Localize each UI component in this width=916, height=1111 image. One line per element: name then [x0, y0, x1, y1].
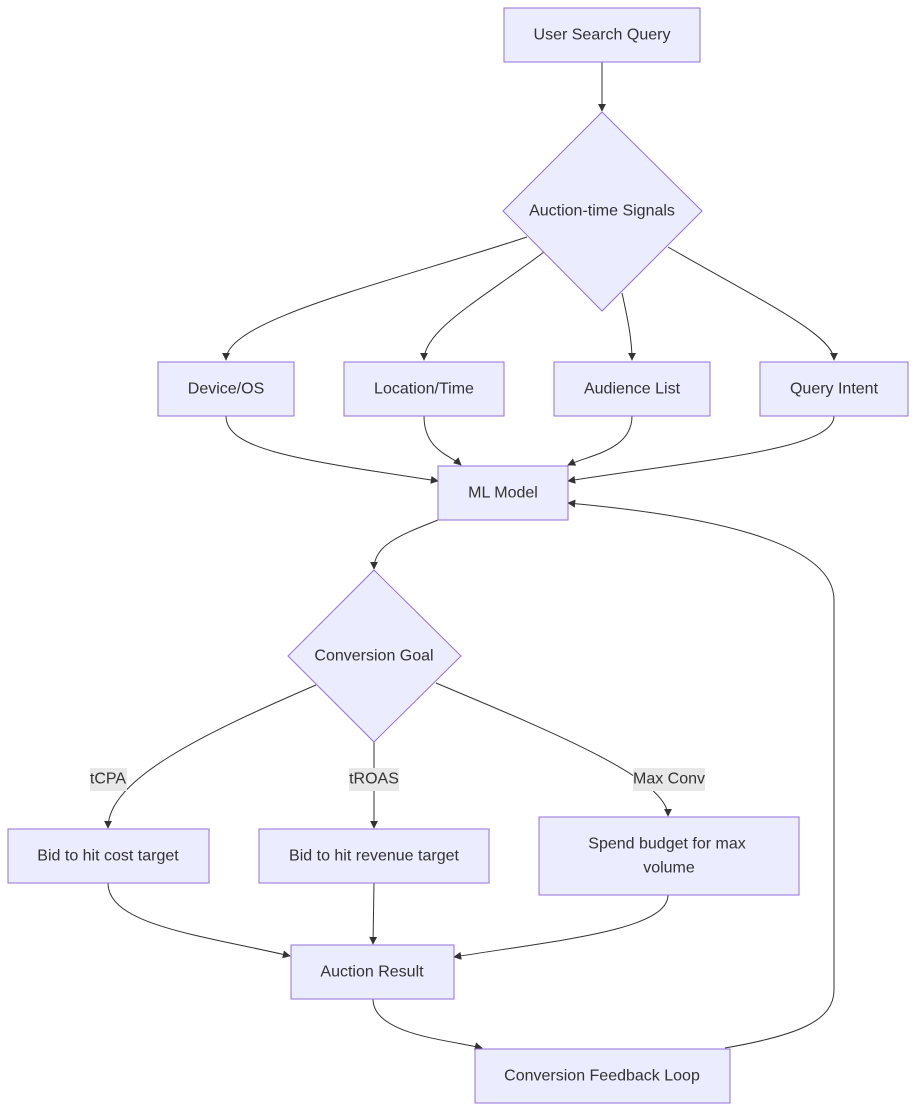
- node-bid-revenue-target: Bid to hit revenue target: [258, 828, 490, 884]
- node-auction-signals-label: Auction-time Signals: [529, 203, 675, 220]
- node-user-search-query: User Search Query: [503, 7, 701, 63]
- edge-signals-to-audience: [621, 292, 636, 361]
- node-audience-list: Audience List: [553, 361, 711, 417]
- edge-label-tcpa: tCPA: [90, 768, 127, 791]
- node-spend-budget: Spend budget for max volume: [538, 816, 800, 896]
- node-location-time-label: Location/Time: [374, 381, 474, 398]
- edge-spend-to-result: [453, 894, 669, 960]
- edges: [104, 62, 838, 1051]
- node-conversion-feedback: Conversion Feedback Loop: [474, 1048, 731, 1104]
- node-query-intent-label: Query Intent: [790, 381, 879, 398]
- edge-revenue-to-result: [369, 882, 378, 945]
- edge-location-to-ml: [423, 415, 462, 466]
- edge-labels: tCPA tROAS Max Conv: [90, 768, 705, 791]
- edge-audience-to-ml: [567, 415, 633, 466]
- edge-label-max-conv: Max Conv: [633, 768, 705, 791]
- node-ml-model-label: ML Model: [468, 485, 538, 502]
- edge-device-to-ml: [225, 415, 439, 484]
- edge-result-to-feedback: [372, 998, 483, 1051]
- node-audience-list-label: Audience List: [584, 381, 681, 398]
- node-conversion-goal: Conversion Goal: [287, 569, 462, 743]
- node-user-search-query-label: User Search Query: [534, 27, 671, 44]
- edge-label-troas-text: tROAS: [349, 771, 399, 788]
- edge-ml-to-goal: [370, 519, 439, 570]
- edge-feedback-to-ml: [567, 499, 835, 1049]
- node-bid-cost-target: Bid to hit cost target: [7, 828, 210, 884]
- edge-signals-to-intent: [667, 246, 838, 361]
- node-spend-budget-label-line1: Spend budget for max: [588, 836, 745, 853]
- node-bid-cost-target-label: Bid to hit cost target: [37, 848, 179, 865]
- nodes: User Search Query Auction-time Signals D…: [7, 7, 909, 1104]
- edge-label-max-conv-text: Max Conv: [633, 771, 705, 788]
- node-auction-signals: Auction-time Signals: [502, 111, 703, 312]
- edge-signals-to-device: [222, 236, 528, 361]
- edge-goal-to-spend: [435, 682, 672, 817]
- node-query-intent: Query Intent: [759, 361, 909, 417]
- node-device-os: Device/OS: [157, 361, 295, 417]
- edge-goal-to-cost: [104, 684, 317, 829]
- edge-cost-to-result: [107, 882, 291, 959]
- edge-signals-to-location: [420, 251, 545, 361]
- node-location-time: Location/Time: [343, 361, 505, 417]
- edge-intent-to-ml: [567, 415, 835, 484]
- node-ml-model: ML Model: [437, 465, 569, 521]
- node-conversion-goal-label: Conversion Goal: [314, 648, 433, 665]
- node-device-os-label: Device/OS: [188, 381, 264, 398]
- edge-label-troas: tROAS: [349, 768, 399, 791]
- node-auction-result-label: Auction Result: [320, 964, 424, 981]
- node-bid-revenue-target-label: Bid to hit revenue target: [289, 848, 459, 865]
- node-spend-budget-label-line2: volume: [643, 860, 695, 877]
- edge-label-tcpa-text: tCPA: [90, 771, 126, 788]
- node-auction-result: Auction Result: [290, 944, 455, 1000]
- node-conversion-feedback-label: Conversion Feedback Loop: [504, 1068, 700, 1085]
